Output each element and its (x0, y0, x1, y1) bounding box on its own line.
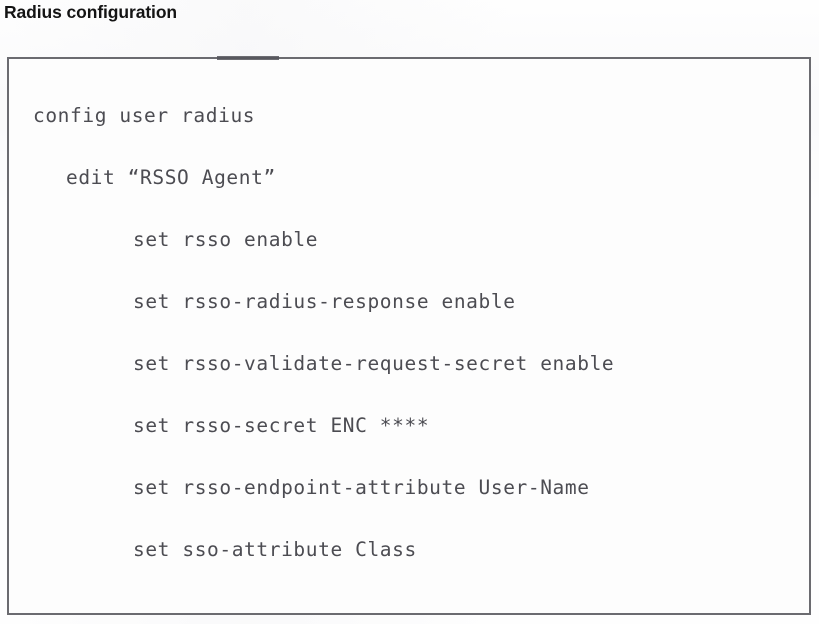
page-title: Radius configuration (4, 2, 178, 22)
cli-config-code-block: config user radius edit “RSSO Agent” set r… (9, 59, 809, 613)
code-frame: config user radius edit “RSSO Agent” set r… (7, 56, 811, 615)
code-line: set rsso enable (133, 228, 319, 251)
code-line: set rsso-radius-response enable (133, 290, 516, 313)
code-line: set sso-attribute Class (133, 538, 417, 561)
code-line: set rsso-validate-request-secret enable (133, 352, 615, 375)
code-line: edit “RSSO Agent” (66, 166, 276, 189)
frame-top-smudge (217, 56, 279, 60)
code-line: set rsso-endpoint-attribute User-Name (133, 476, 590, 499)
code-line: set rsso-secret ENC **** (133, 414, 430, 437)
code-line: config user radius (33, 104, 256, 127)
